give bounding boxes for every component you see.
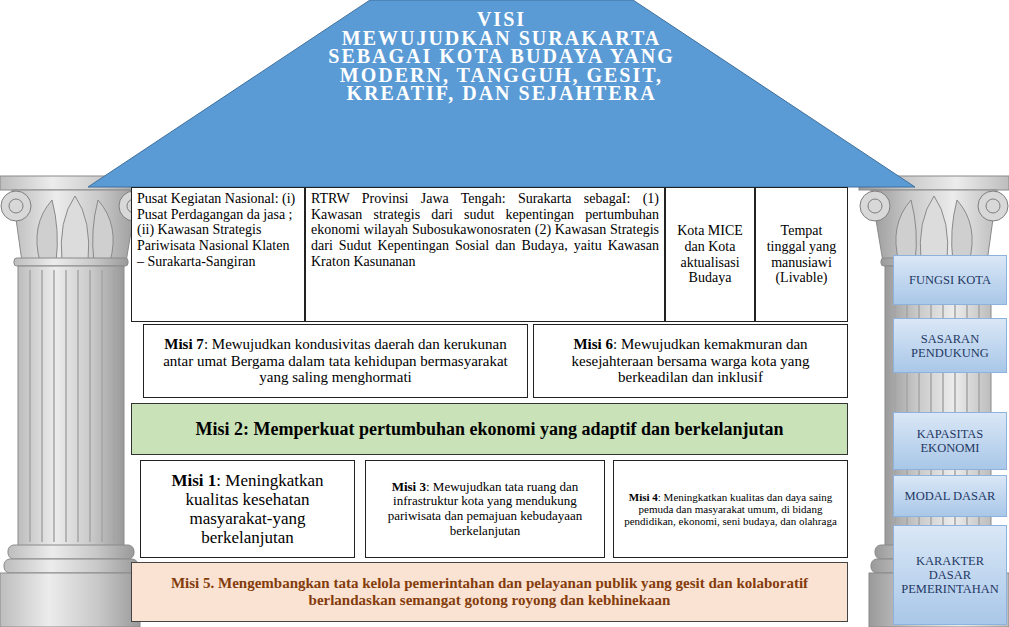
text-area: FUNGSI KOTA xyxy=(894,270,1006,290)
mission-number: Misi 4 xyxy=(629,491,658,503)
vision-roof: VISIMEWUJUDKAN SURAKARTA SEBAGAI KOTA BU… xyxy=(88,0,915,188)
text-area: Misi 1: Meningkatkan kualitas kesehatan … xyxy=(141,468,354,550)
mission-number: Misi 2 xyxy=(195,419,243,439)
mission-text: . Mengembangkan tata kelola pemerintahan… xyxy=(210,575,808,608)
right-column xyxy=(859,176,1009,627)
text-area: Tempat tinggal yang manusiawi (Livable) xyxy=(756,220,847,289)
text-area: KAPASITAS EKONOMI xyxy=(894,424,1006,458)
text-area: Misi 2: Memperkuat pertumbuhan ekonomi y… xyxy=(132,416,847,442)
box-text: Tempat tinggal yang manusiawi (Livable) xyxy=(761,223,842,286)
text-area: MODAL DASAR xyxy=(894,486,1006,506)
text-area: Kota MICE dan Kota aktualisasi Budaya xyxy=(666,220,754,289)
city-function-box: Pusat Kegiatan Nasional: (i) Pusat Perda… xyxy=(131,187,305,322)
roof-triangle xyxy=(88,0,915,187)
box-text: Pusat Kegiatan Nasional: (i) Pusat Perda… xyxy=(137,191,299,269)
tier-label: KAPASITAS EKONOMI xyxy=(893,412,1007,470)
left-column xyxy=(0,176,150,627)
mission-number: Misi 5 xyxy=(171,575,211,591)
box-text: Kota MICE dan Kota aktualisasi Budaya xyxy=(671,223,749,286)
vision-statement: MEWUJUDKAN SURAKARTA SEBAGAI KOTA BUDAYA… xyxy=(316,29,688,103)
vision-heading: VISI xyxy=(316,10,688,29)
mission-number: Misi 7 xyxy=(164,336,204,352)
text-area: RTRW Provinsi Jawa Tengah: Surakarta seb… xyxy=(306,188,664,272)
mission-band: Misi 5. Mengembangkan tata kelola pemeri… xyxy=(131,562,848,622)
text-area: SASARAN PENDUKUNG xyxy=(894,329,1006,363)
tier-label: FUNGSI KOTA xyxy=(893,255,1007,305)
mission-number: Misi 3 xyxy=(392,479,426,494)
text-area: Misi 7: Mewujudkan kondusivitas daerah d… xyxy=(144,333,527,389)
text-area: KARAKTER DASAR PEMERINTAHAN xyxy=(894,551,1006,599)
mission-box: Misi 7: Mewujudkan kondusivitas daerah d… xyxy=(143,324,528,398)
mission-text: : Memperkuat pertumbuhan ekonomi yang ad… xyxy=(243,419,784,439)
mission-number: Misi 1 xyxy=(171,471,216,490)
mission-box: Misi 4: Meningkatkan kualitas dan daya s… xyxy=(613,460,848,558)
mission-text: : Mewujudkan kondusivitas daerah dan ker… xyxy=(163,336,508,386)
text-area: Misi 4: Meningkatkan kualitas dan daya s… xyxy=(614,488,847,531)
text-area: Misi 6: Mewujudkan kemakmuran dan keseja… xyxy=(534,333,847,389)
mission-box: Misi 3: Mewujudkan tata ruang dan infras… xyxy=(365,460,605,558)
mission-box: Misi 6: Mewujudkan kemakmuran dan keseja… xyxy=(533,324,848,398)
mission-number: Misi 6 xyxy=(573,336,613,352)
tier-label: KARAKTER DASAR PEMERINTAHAN xyxy=(893,525,1007,625)
mission-box: Misi 1: Meningkatkan kualitas kesehatan … xyxy=(140,460,355,558)
box-text: KARAKTER DASAR PEMERINTAHAN xyxy=(897,554,1003,596)
city-function-box: RTRW Provinsi Jawa Tengah: Surakarta seb… xyxy=(305,187,665,322)
mission-band: Misi 2: Memperkuat pertumbuhan ekonomi y… xyxy=(131,403,848,455)
city-function-box: Kota MICE dan Kota aktualisasi Budaya xyxy=(665,187,755,322)
tier-label: SASARAN PENDUKUNG xyxy=(893,318,1007,373)
city-function-box: Tempat tinggal yang manusiawi (Livable) xyxy=(755,187,848,322)
box-text: FUNGSI KOTA xyxy=(897,273,1003,287)
tier-label: MODAL DASAR xyxy=(893,475,1007,517)
box-text: SASARAN PENDUKUNG xyxy=(897,332,1003,360)
box-text: MODAL DASAR xyxy=(897,489,1003,503)
text-area: VISIMEWUJUDKAN SURAKARTA SEBAGAI KOTA BU… xyxy=(316,10,688,103)
text-area: Misi 3: Mewujudkan tata ruang dan infras… xyxy=(366,477,604,541)
text-area: Pusat Kegiatan Nasional: (i) Pusat Perda… xyxy=(132,188,304,272)
box-text: RTRW Provinsi Jawa Tengah: Surakarta seb… xyxy=(311,191,659,269)
box-text: KAPASITAS EKONOMI xyxy=(897,427,1003,455)
text-area: Misi 5. Mengembangkan tata kelola pemeri… xyxy=(132,572,847,612)
